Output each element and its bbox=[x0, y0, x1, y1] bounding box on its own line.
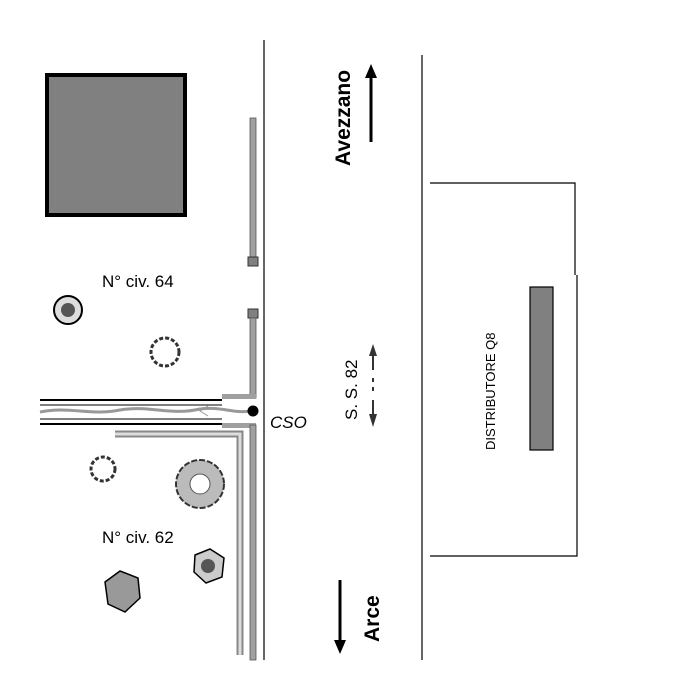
arrow-up-icon bbox=[365, 64, 377, 142]
tree-icon bbox=[193, 548, 225, 584]
direction-north-label: Avezzano bbox=[332, 70, 355, 166]
sewer-pipe-middle bbox=[222, 308, 259, 399]
tree-icon bbox=[53, 295, 83, 325]
road-name-label: S. S. 82 bbox=[342, 360, 361, 420]
civic-number-62-label: N° civ. 62 bbox=[102, 528, 174, 547]
fuel-station-canopy bbox=[529, 286, 554, 451]
two-way-arrow-icon bbox=[369, 344, 377, 427]
fuel-station-outline bbox=[430, 182, 578, 557]
arrow-down-icon bbox=[334, 580, 346, 654]
tree-icon bbox=[149, 336, 181, 368]
manhole bbox=[247, 308, 259, 319]
fuel-station-label: DISTRIBUTORE Q8 bbox=[483, 332, 498, 450]
direction-south-label: Arce bbox=[361, 595, 384, 642]
outfall-channel bbox=[39, 399, 251, 425]
cso-label: CSO bbox=[270, 413, 307, 432]
side-drain bbox=[115, 430, 244, 655]
sewer-pipe-south bbox=[222, 423, 257, 661]
tree-icon bbox=[104, 570, 141, 613]
sewer-pipe-north bbox=[247, 117, 259, 267]
tree-icon bbox=[89, 455, 117, 483]
manhole bbox=[247, 256, 259, 267]
civic-number-64-label: N° civ. 64 bbox=[102, 272, 174, 291]
tree-icon bbox=[175, 459, 225, 509]
cso-point bbox=[247, 405, 259, 417]
building bbox=[45, 73, 187, 217]
